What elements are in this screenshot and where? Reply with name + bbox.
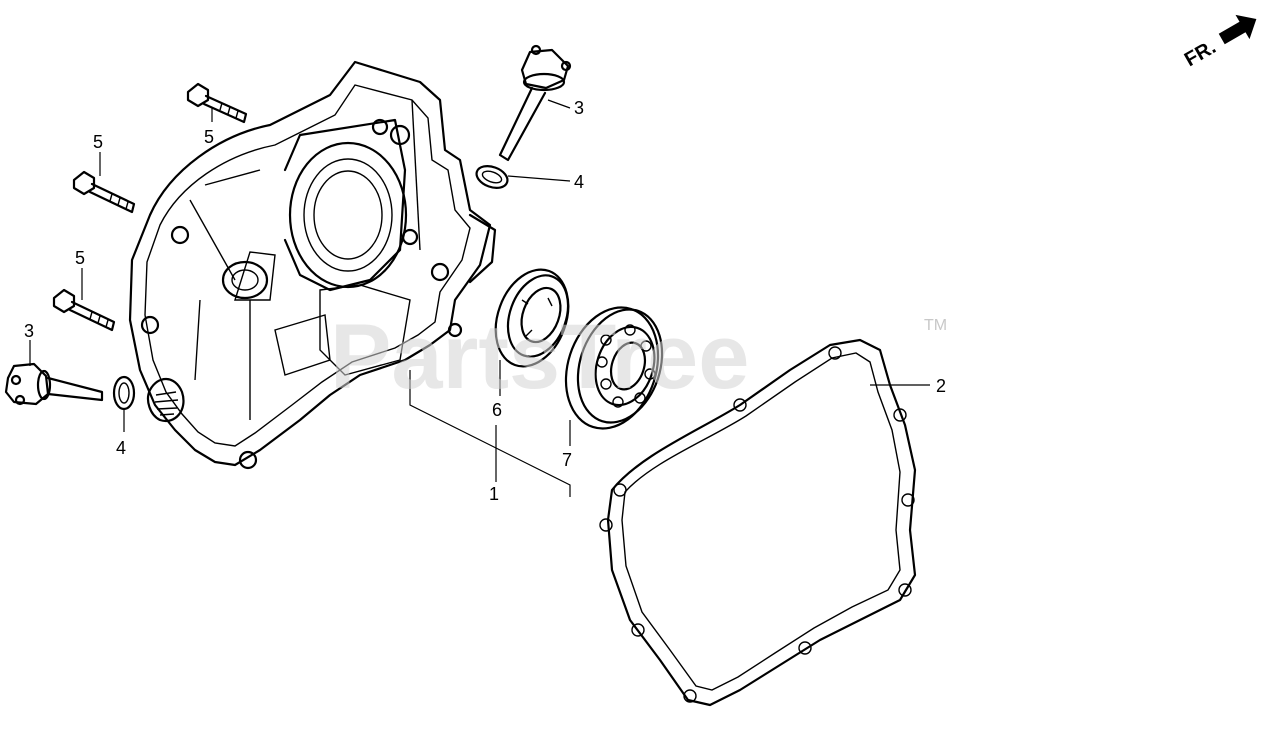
callout-7: 7 bbox=[562, 450, 572, 470]
front-direction-indicator: FR. bbox=[1181, 14, 1257, 71]
callout-5-lower: 5 bbox=[75, 248, 85, 268]
gasket bbox=[599, 338, 917, 707]
bolt-lower bbox=[52, 288, 116, 332]
oil-filler-cap-lower bbox=[4, 362, 104, 406]
arrow-right-icon bbox=[1218, 14, 1257, 45]
crankcase-cover bbox=[128, 60, 497, 470]
callout-3-upper: 3 bbox=[574, 98, 584, 118]
callout-2: 2 bbox=[936, 376, 946, 396]
callout-4-lower: 4 bbox=[116, 438, 126, 458]
direction-label: FR. bbox=[1181, 36, 1220, 71]
bolt-middle bbox=[72, 170, 136, 214]
callout-1: 1 bbox=[489, 484, 499, 504]
callout-5-top: 5 bbox=[204, 127, 214, 147]
o-ring-upper bbox=[475, 165, 509, 189]
callout-3-lower: 3 bbox=[24, 321, 34, 341]
callout-5-middle: 5 bbox=[93, 132, 103, 152]
bearing bbox=[564, 306, 664, 430]
leader-lines bbox=[29, 99, 930, 497]
callout-4-upper: 4 bbox=[574, 172, 584, 192]
watermark-trademark: TM bbox=[924, 317, 947, 334]
callout-6: 6 bbox=[492, 400, 502, 420]
o-ring-lower bbox=[112, 375, 136, 411]
oil-filler-cap-upper bbox=[498, 44, 572, 162]
oil-seal bbox=[494, 268, 570, 368]
bolt-top bbox=[186, 82, 248, 124]
watermark: PartsTree bbox=[330, 306, 749, 408]
